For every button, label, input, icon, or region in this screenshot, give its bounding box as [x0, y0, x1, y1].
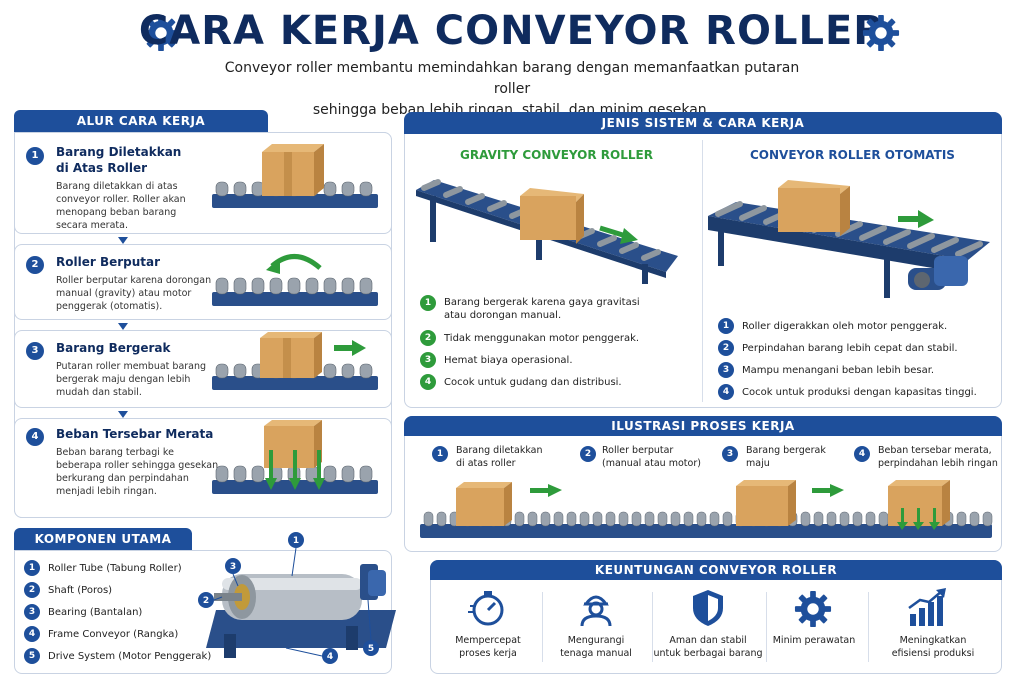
roller: [722, 511, 733, 527]
roller: [436, 511, 447, 527]
chart-growth-icon: [908, 588, 946, 626]
down-arrow-icon: [118, 323, 128, 330]
roller: [657, 511, 668, 527]
roller-rotation-illustration: [212, 254, 378, 306]
worker-icon: [580, 595, 612, 627]
stopwatch-icon: [468, 591, 504, 626]
roller: [956, 511, 967, 527]
roller: [644, 511, 655, 527]
roller: [670, 511, 681, 527]
roller: [839, 511, 850, 527]
komponen-item: Roller Tube (Tabung Roller): [48, 563, 182, 574]
svg-text:2: 2: [203, 596, 209, 606]
roller: [527, 511, 538, 527]
roller: [709, 511, 720, 527]
komponen-item: Bearing (Bantalan): [48, 607, 143, 618]
roller-component-illustration: 1 3 2 4 5: [198, 532, 396, 664]
roller: [878, 511, 889, 527]
step-title: Beban Tersebar Merata: [56, 427, 214, 441]
roller: [618, 511, 629, 527]
roller-box-illustration: [212, 144, 378, 208]
gravity-item: Cocok untuk gudang dan distribusi.: [444, 377, 622, 388]
roller: [813, 511, 824, 527]
roller: [423, 511, 434, 527]
keuntungan-tab: KEUNTUNGAN CONVEYOR ROLLER: [430, 560, 1002, 580]
roller: [969, 511, 980, 527]
box-moving-illustration: [212, 332, 378, 390]
komponen-item: Frame Conveyor (Rangka): [48, 629, 179, 640]
roller: [540, 511, 551, 527]
otomatis-item: Mampu menangani beban lebih besar.: [742, 365, 935, 376]
otomatis-item: Roller digerakkan oleh motor penggerak.: [742, 321, 948, 332]
step-number: 2: [26, 256, 44, 274]
roller: [592, 511, 603, 527]
jenis-tab: JENIS SISTEM & CARA KERJA: [404, 112, 1002, 134]
divider: [702, 140, 703, 402]
gear-icon-left: [142, 14, 180, 52]
roller: [852, 511, 863, 527]
otomatis-item: Cocok untuk produksi dengan kapasitas ti…: [742, 387, 977, 398]
roller: [553, 511, 564, 527]
automatic-conveyor-illustration: [708, 180, 990, 298]
ilustrasi-caption: Roller berputar(manual atau motor): [602, 445, 701, 469]
step-number: 3: [26, 342, 44, 360]
roller: [605, 511, 616, 527]
komponen-item: Drive System (Motor Penggerak): [48, 651, 212, 662]
svg-text:3: 3: [230, 562, 236, 572]
step-title: Roller Berputar: [56, 255, 161, 269]
process-conveyor-illustration: [420, 480, 993, 538]
gear-icon: [794, 590, 832, 628]
otomatis-title: CONVEYOR ROLLER OTOMATIS: [750, 148, 955, 162]
svg-text:4: 4: [327, 652, 333, 662]
otomatis-item: Perpindahan barang lebih cepat dan stabi…: [742, 343, 958, 354]
roller: [696, 511, 707, 527]
alur-tab: ALUR CARA KERJA: [14, 110, 268, 132]
roller: [579, 511, 590, 527]
komponen-tab: KOMPONEN UTAMA: [14, 528, 192, 550]
ilustrasi-caption: Beban tersebar merata,perpindahan lebih …: [878, 445, 998, 469]
down-arrow-icon: [118, 411, 128, 418]
shield-icon: [693, 590, 723, 626]
page-title: CARA KERJA CONVEYOR ROLLER: [138, 8, 886, 54]
svg-text:5: 5: [368, 644, 374, 654]
roller: [631, 511, 642, 527]
roller: [683, 511, 694, 527]
load-distribution-illustration: [212, 420, 378, 494]
step-title: Barang Diletakkan di Atas Roller: [56, 145, 182, 175]
gravity-conveyor-illustration: [416, 179, 678, 284]
roller: [800, 511, 811, 527]
down-arrow-icon: [118, 237, 128, 244]
roller: [865, 511, 876, 527]
gravity-title: GRAVITY CONVEYOR ROLLER: [460, 148, 653, 162]
step-number: 4: [26, 428, 44, 446]
step-number: 1: [26, 147, 44, 165]
komponen-item: Shaft (Poros): [48, 585, 113, 596]
gear-icon-right: [862, 14, 900, 52]
roller: [982, 511, 993, 527]
roller: [514, 511, 525, 527]
roller: [826, 511, 837, 527]
svg-text:1: 1: [293, 536, 299, 546]
gravity-item: Hemat biaya operasional.: [444, 355, 573, 366]
step-title: Barang Bergerak: [56, 341, 171, 355]
gravity-item: Tidak menggunakan motor penggerak.: [444, 333, 640, 344]
ilustrasi-tab: ILUSTRASI PROSES KERJA: [404, 416, 1002, 436]
keuntungan-label: Minim perawatan: [772, 635, 856, 646]
roller: [566, 511, 577, 527]
